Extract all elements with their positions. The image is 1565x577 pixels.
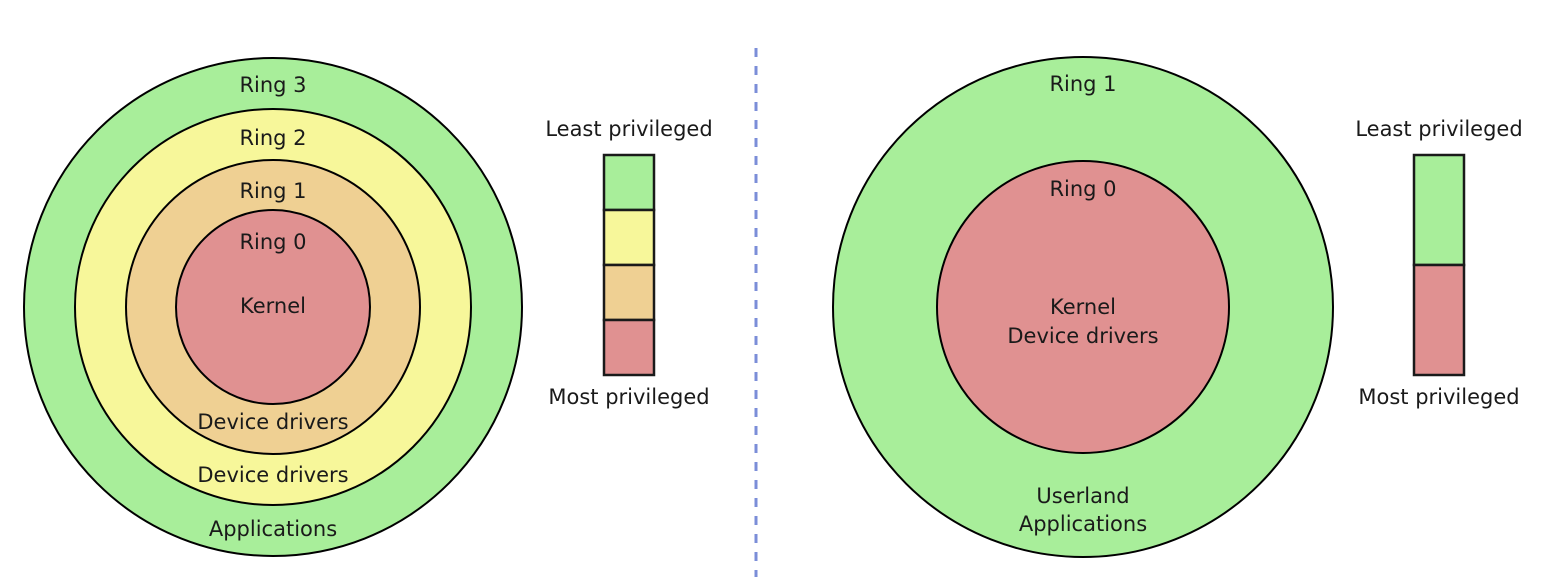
- left-legend-band-green: [602, 153, 656, 212]
- left-legend-band-yellow: [602, 208, 656, 267]
- left-ring3-label: Ring 3: [239, 73, 306, 97]
- right-ring1-label: Ring 1: [1049, 72, 1116, 96]
- right-legend-bottom-label: Most privileged: [1358, 385, 1519, 409]
- left-panel-four-ring-model: Ring 3 Ring 2 Ring 1 Ring 0 Kernel Devic…: [23, 57, 523, 557]
- right-legend-band-red: [1412, 263, 1466, 377]
- right-legend-band-green: [1412, 153, 1466, 267]
- right-ring0-circle[interactable]: [936, 160, 1230, 454]
- right-applications-label: Applications: [1019, 512, 1147, 536]
- left-ring0-label: Ring 0: [239, 230, 306, 254]
- right-panel-two-ring-model: Ring 1 Ring 0 Kernel Device drivers User…: [832, 56, 1334, 558]
- right-ring0-label: Ring 0: [1049, 177, 1116, 201]
- left-legend-bottom-label: Most privileged: [548, 385, 709, 409]
- left-ring2-label: Ring 2: [239, 126, 306, 150]
- right-device-drivers-label: Device drivers: [1007, 324, 1158, 348]
- right-kernel-label: Kernel: [1050, 295, 1116, 319]
- right-privilege-legend: Least privileged Most privileged: [1355, 117, 1522, 409]
- left-device-drivers-outer-label: Device drivers: [197, 463, 348, 487]
- left-ring0-circle[interactable]: [175, 209, 371, 405]
- right-userland-label: Userland: [1036, 484, 1129, 508]
- left-ring1-label: Ring 1: [239, 179, 306, 203]
- left-legend-top-label: Least privileged: [545, 117, 712, 141]
- left-legend-band-tan: [602, 263, 656, 322]
- right-legend-top-label: Least privileged: [1355, 117, 1522, 141]
- left-privilege-legend: Least privileged Most privileged: [545, 117, 712, 409]
- left-kernel-label: Kernel: [240, 294, 306, 318]
- left-legend-band-red: [602, 318, 656, 377]
- left-applications-label: Applications: [209, 517, 337, 541]
- left-device-drivers-inner-label: Device drivers: [197, 410, 348, 434]
